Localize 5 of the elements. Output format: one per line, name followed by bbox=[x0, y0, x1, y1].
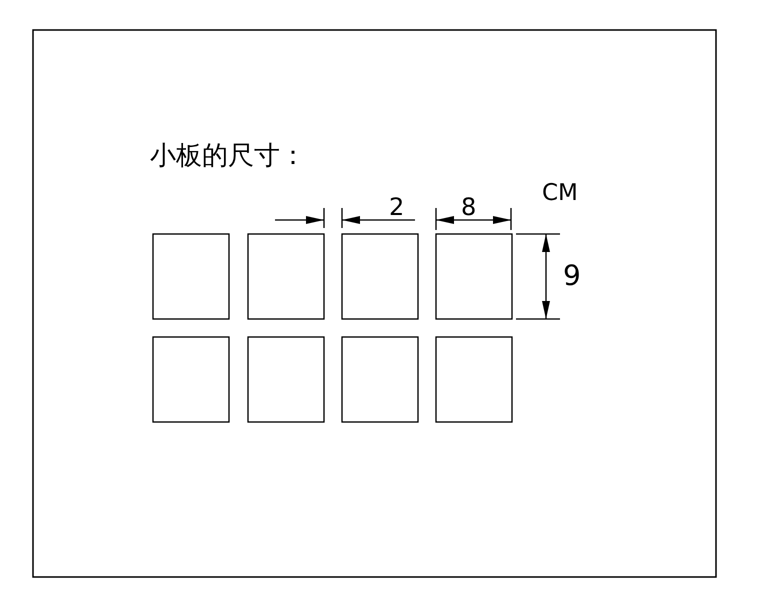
heading: 小板的尺寸： bbox=[150, 143, 306, 169]
dimension-label: 9 bbox=[563, 262, 581, 290]
dimension-label: 8 bbox=[461, 195, 476, 219]
unit-label: CM bbox=[542, 182, 578, 205]
dimension-label: 2 bbox=[389, 195, 404, 219]
